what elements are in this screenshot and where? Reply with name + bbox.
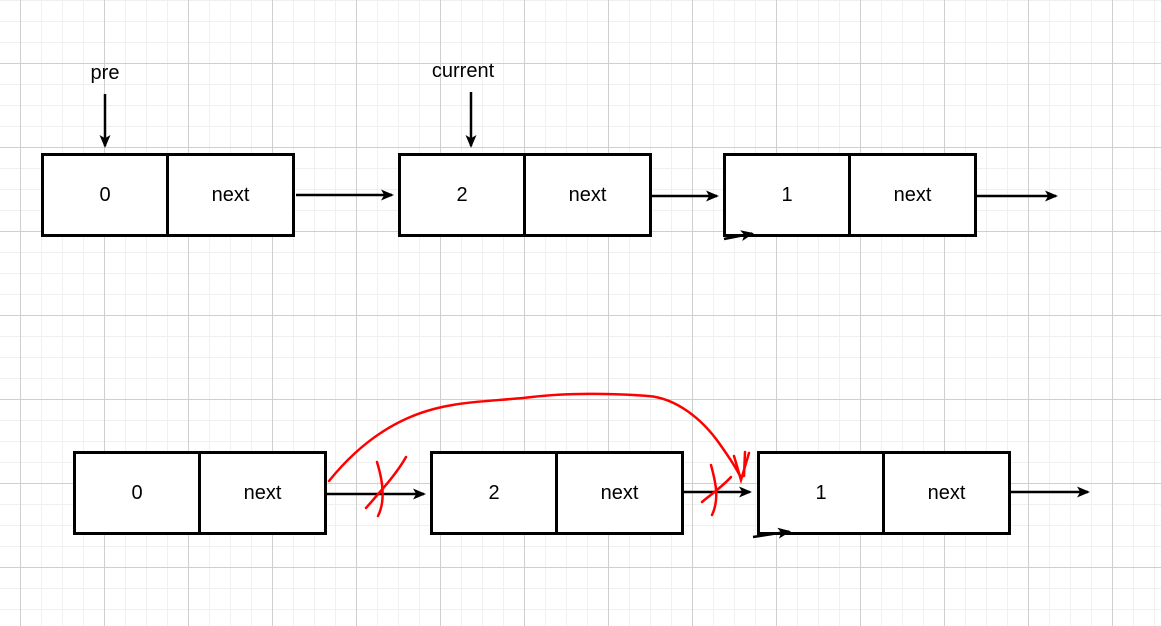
current-label[interactable]: current bbox=[431, 60, 495, 82]
node-top-1[interactable]: 1 next bbox=[723, 153, 977, 237]
pre-label[interactable]: pre bbox=[90, 62, 120, 84]
node-value-cell: 0 bbox=[44, 156, 169, 234]
node-next-cell: next bbox=[885, 454, 1008, 532]
node-next-cell: next bbox=[201, 454, 324, 532]
node-next-label: next bbox=[243, 481, 282, 504]
node-next-label: next bbox=[893, 183, 932, 206]
node-next-cell: next bbox=[526, 156, 649, 234]
node-next-label: next bbox=[211, 183, 250, 206]
node-value-cell: 2 bbox=[433, 454, 558, 532]
node-value: 2 bbox=[456, 183, 468, 206]
red-arrowhead-tick bbox=[742, 450, 747, 478]
node-value: 0 bbox=[131, 481, 143, 504]
node-next-cell: next bbox=[169, 156, 292, 234]
node-value-cell: 2 bbox=[401, 156, 526, 234]
node-value: 1 bbox=[781, 183, 793, 206]
node-top-2[interactable]: 2 next bbox=[398, 153, 652, 237]
red-cross-2-stroke-a bbox=[709, 463, 718, 517]
node-value-cell: 0 bbox=[76, 454, 201, 532]
red-cross-1-stroke-a bbox=[375, 460, 384, 518]
node-bottom-0[interactable]: 0 next bbox=[73, 451, 327, 535]
red-cross-1-stroke-b bbox=[364, 455, 408, 510]
node-next-label: next bbox=[600, 481, 639, 504]
node-value: 2 bbox=[488, 481, 500, 504]
node-next-cell: next bbox=[558, 454, 681, 532]
node-next-label: next bbox=[927, 481, 966, 504]
node-bottom-1[interactable]: 1 next bbox=[757, 451, 1011, 535]
node-value-cell: 1 bbox=[760, 454, 885, 532]
red-arrowhead bbox=[732, 451, 751, 485]
node-value-cell: 1 bbox=[726, 156, 851, 234]
node-top-0[interactable]: 0 next bbox=[41, 153, 295, 237]
red-cross-2-stroke-b bbox=[700, 475, 733, 504]
node-value: 1 bbox=[815, 481, 827, 504]
node-bottom-2[interactable]: 2 next bbox=[430, 451, 684, 535]
node-next-cell: next bbox=[851, 156, 974, 234]
node-next-label: next bbox=[568, 183, 607, 206]
node-value: 0 bbox=[99, 183, 111, 206]
